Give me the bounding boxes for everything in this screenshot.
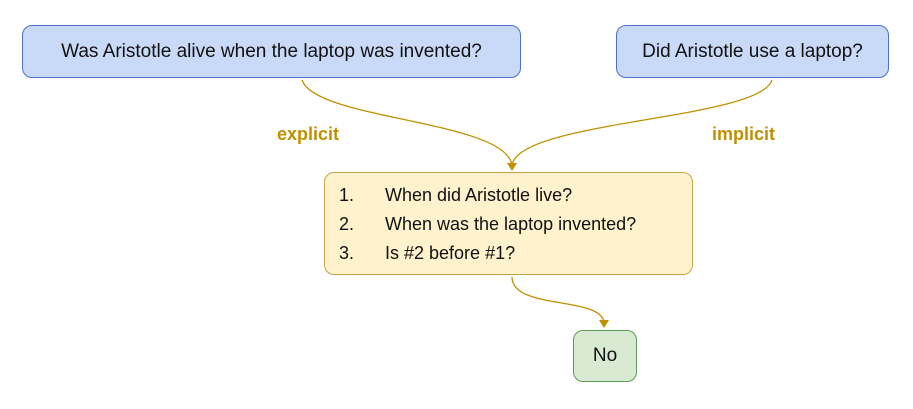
- step-text: When was the laptop invented?: [385, 214, 637, 234]
- answer-box: No: [573, 330, 637, 382]
- explicit-question-text: Was Aristotle alive when the laptop was …: [61, 40, 482, 62]
- answer-arrowhead: [599, 320, 609, 328]
- answer-connector: [511, 276, 605, 323]
- decomposition-steps-box: 1. When did Aristotle live? 2. When was …: [324, 172, 693, 275]
- step-text: Is #2 before #1?: [385, 243, 516, 263]
- implicit-connector: [511, 79, 773, 166]
- step-number: 3.: [339, 243, 355, 263]
- step-number: 1.: [339, 185, 355, 205]
- implicit-question-box: Did Aristotle use a laptop?: [616, 25, 889, 78]
- explicit-question-box: Was Aristotle alive when the laptop was …: [22, 25, 521, 78]
- step-text: When did Aristotle live?: [385, 185, 573, 205]
- step-item: 2. When was the laptop invented?: [339, 210, 692, 239]
- implicit-question-text: Did Aristotle use a laptop?: [642, 40, 863, 62]
- step-item: 1. When did Aristotle live?: [339, 181, 692, 210]
- explicit-arrowhead: [507, 163, 517, 171]
- explicit-edge-label: explicit: [277, 124, 340, 144]
- step-number: 2.: [339, 214, 355, 234]
- explicit-connector: [301, 79, 513, 166]
- answer-text: No: [592, 345, 618, 366]
- step-item: 3. Is #2 before #1?: [339, 239, 692, 268]
- implicit-edge-label: implicit: [712, 124, 776, 144]
